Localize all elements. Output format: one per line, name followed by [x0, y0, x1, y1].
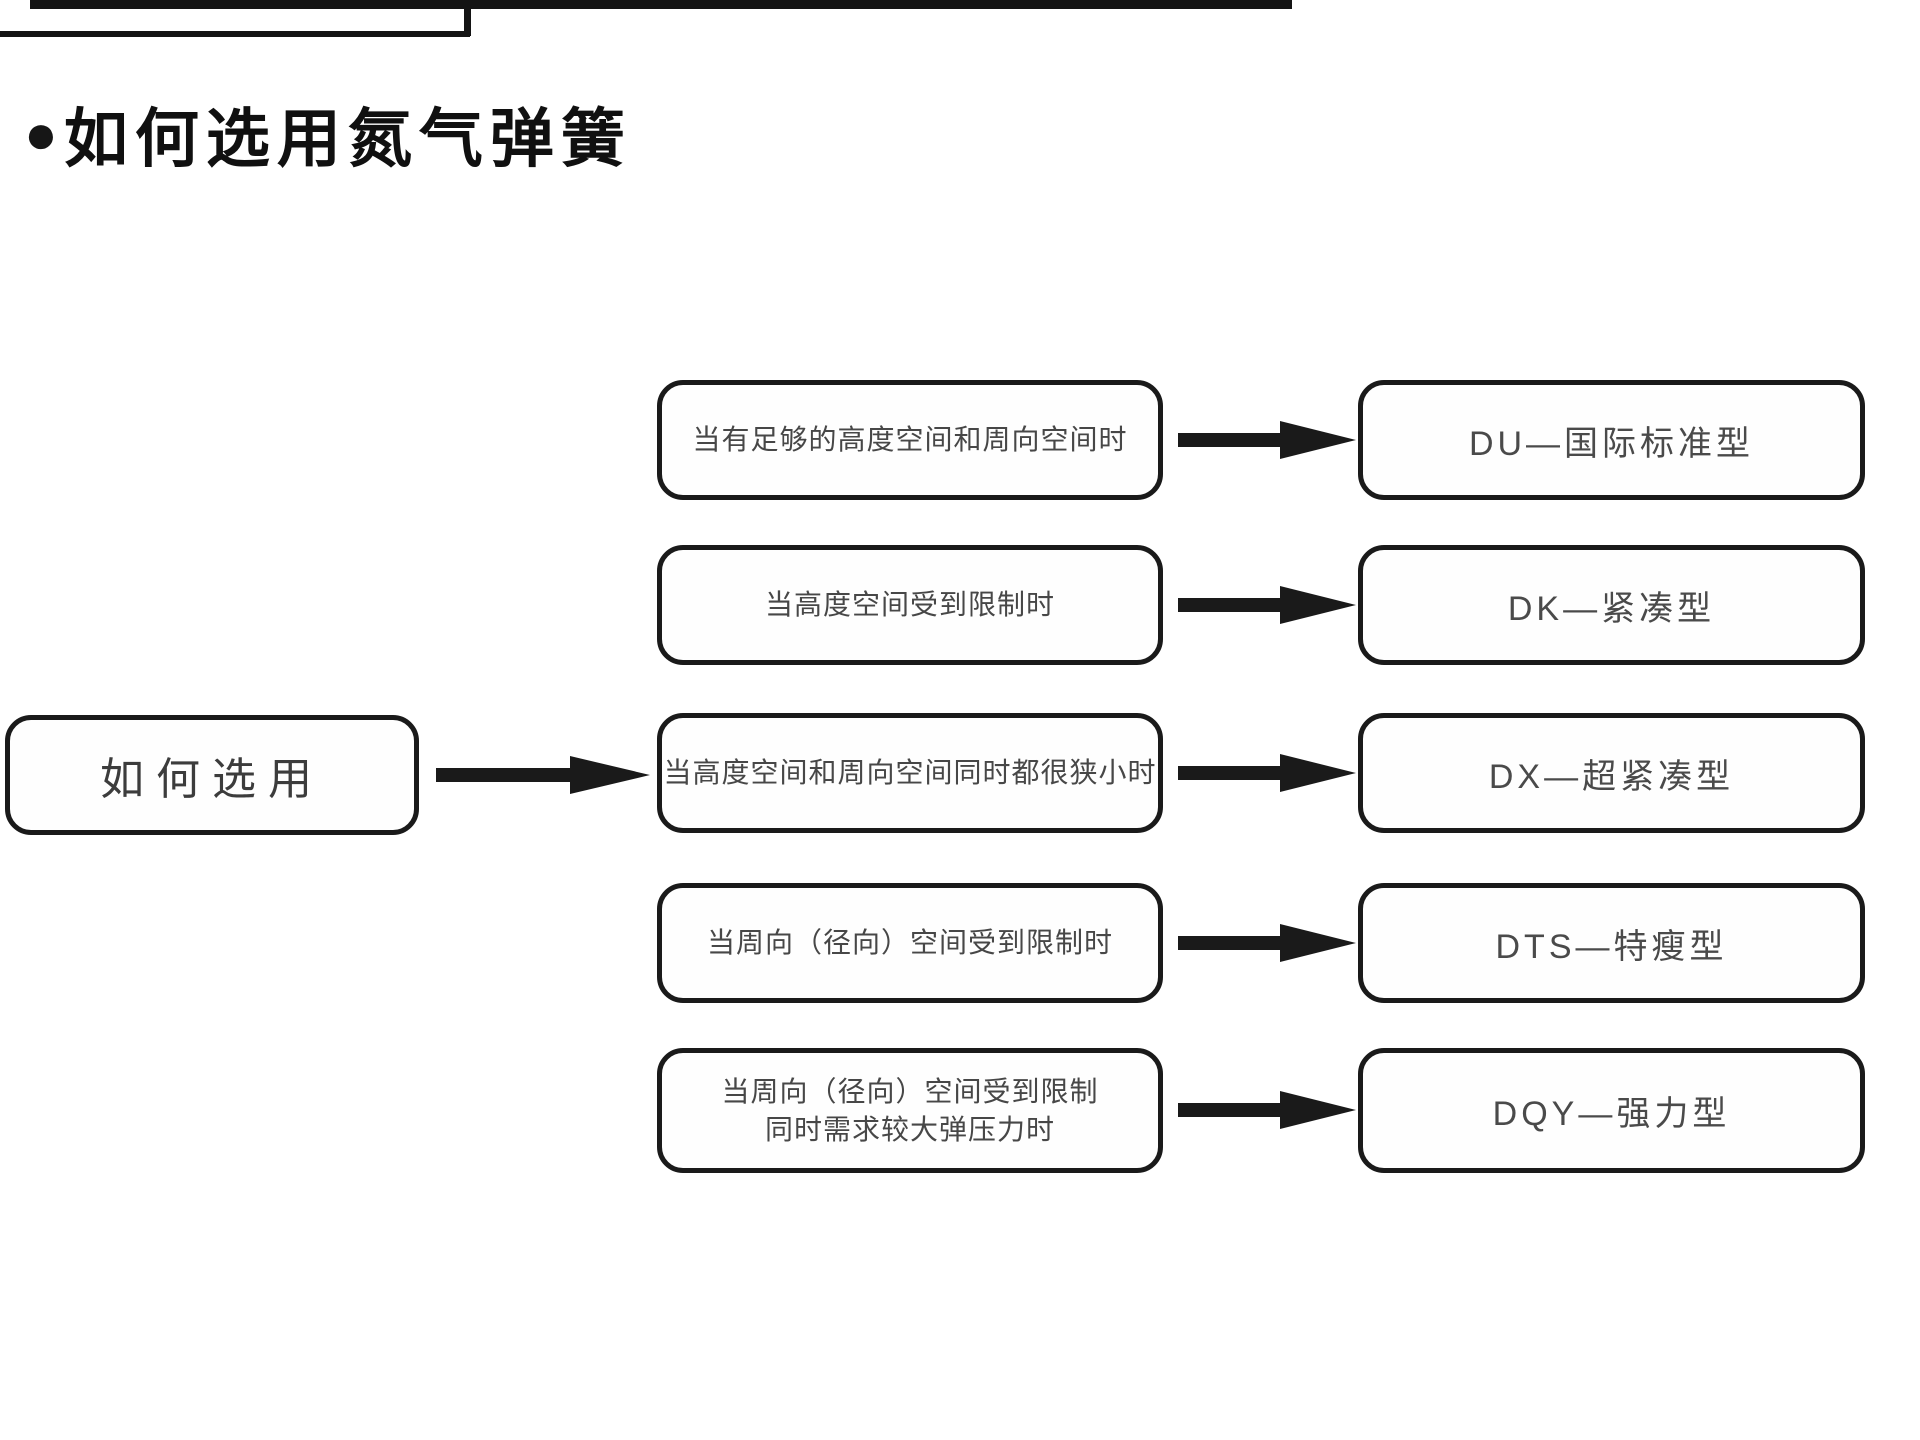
result-text: DX—超紧凑型: [1488, 757, 1735, 796]
result-text: DU—国际标准型: [1468, 424, 1755, 463]
condition-text-line2: 同时需求较大弹压力时: [764, 1113, 1055, 1145]
condition-box: 当周向（径向）空间受到限制时: [657, 883, 1163, 1003]
result-box: DU—国际标准型: [1358, 380, 1865, 500]
arrow-icon: [436, 756, 650, 794]
condition-box: 当有足够的高度空间和周向空间时: [657, 380, 1163, 500]
condition-text: 当高度空间和周向空间同时都很狭小时: [663, 757, 1157, 789]
result-text: DQY—强力型: [1492, 1095, 1731, 1133]
condition-text: 当周向（径向）空间受到限制: [721, 1075, 1099, 1107]
arrow-icon: [1178, 421, 1356, 459]
result-box: DK—紧凑型: [1358, 545, 1865, 665]
condition-box: 当高度空间和周向空间同时都很狭小时: [657, 713, 1163, 833]
result-box: DX—超紧凑型: [1358, 713, 1865, 833]
root-label: 如何选用: [100, 755, 324, 804]
condition-box: 当周向（径向）空间受到限制 同时需求较大弹压力时: [657, 1048, 1163, 1173]
arrow-icon: [1178, 586, 1356, 624]
top-crop-box-bottom-edge: [0, 31, 470, 37]
arrow-icon: [1178, 754, 1356, 792]
result-box: DTS—特瘦型: [1358, 883, 1865, 1003]
arrow-icon: [1178, 1091, 1356, 1129]
result-text: DTS—特瘦型: [1495, 927, 1728, 966]
condition-text: 当高度空间受到限制时: [764, 589, 1055, 621]
page-title: ● 如何选用氮气弹簧: [24, 88, 632, 180]
result-box: DQY—强力型: [1358, 1048, 1865, 1173]
condition-text: 当有足够的高度空间和周向空间时: [692, 424, 1128, 456]
bullet-icon: ●: [24, 102, 58, 165]
root-box: 如何选用: [5, 715, 419, 835]
page-title-text: 如何选用氮气弹簧: [63, 103, 632, 175]
top-crop-bar: [30, 0, 1292, 9]
top-crop-box-right-edge: [464, 0, 471, 36]
result-text: DK—紧凑型: [1507, 589, 1716, 628]
condition-box: 当高度空间受到限制时: [657, 545, 1163, 665]
arrow-icon: [1178, 924, 1356, 962]
condition-text: 当周向（径向）空间受到限制时: [706, 927, 1113, 959]
